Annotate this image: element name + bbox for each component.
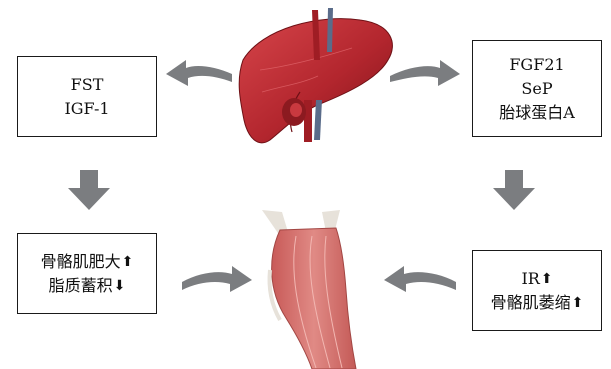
box-line: 脂质蓄积 ⬇ (49, 274, 126, 298)
liver-illustration (239, 8, 392, 143)
up-arrow-icon: ⬆ (572, 291, 584, 315)
box-line: 胎球蛋白A (499, 101, 575, 125)
curved-arrow-right-bottom (182, 266, 252, 292)
box-line: FGF21 (509, 53, 564, 77)
box-line-text: 脂质蓄积 (49, 274, 113, 298)
box-line: FST (71, 73, 104, 97)
box-line: 骨骼肌肥大 ⬆ (41, 250, 134, 274)
curved-arrow-left-top (166, 60, 232, 86)
box-line: 骨骼肌萎缩 ⬆ (491, 291, 584, 315)
box-line-text: IR (521, 267, 539, 291)
box-line-text: 骨骼肌萎缩 (491, 291, 571, 315)
down-arrow-left (68, 170, 110, 210)
box-bottom-right: IR ⬆ 骨骼肌萎缩 ⬆ (472, 250, 602, 331)
box-line-text: 骨骼肌肥大 (41, 250, 121, 274)
box-bottom-left: 骨骼肌肥大 ⬆ 脂质蓄积 ⬇ (17, 233, 157, 314)
box-line: IGF-1 (64, 97, 109, 121)
curved-arrow-left-bottom (384, 266, 456, 292)
down-arrow-icon: ⬇ (114, 274, 126, 298)
box-top-left: FST IGF-1 (17, 56, 157, 137)
box-line: IR ⬆ (521, 267, 552, 291)
up-arrow-icon: ⬆ (541, 267, 553, 291)
muscle-illustration (262, 210, 356, 369)
curved-arrow-right-top (390, 60, 460, 86)
box-line: SeP (521, 77, 552, 101)
up-arrow-icon: ⬆ (122, 250, 134, 274)
down-arrow-right (493, 170, 535, 210)
box-top-right: FGF21 SeP 胎球蛋白A (472, 40, 602, 137)
